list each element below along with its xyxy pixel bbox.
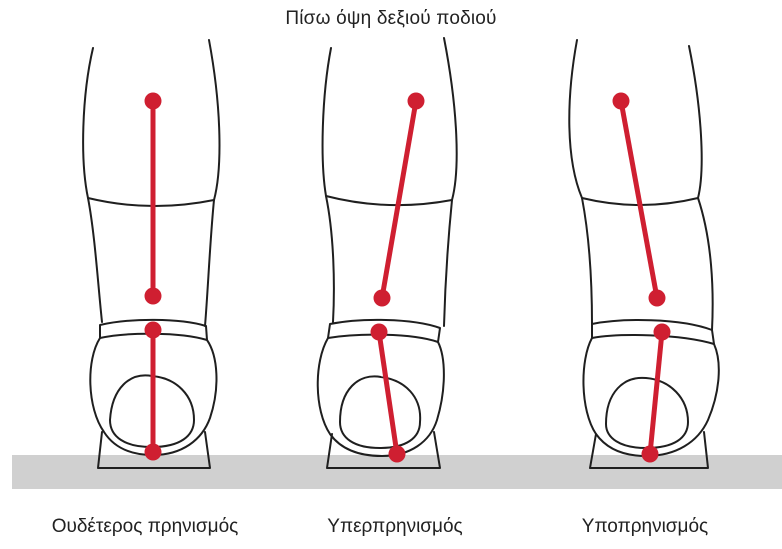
marker-dot [145,288,162,305]
marker-dot [654,324,671,341]
leg-outline-right [205,40,219,326]
leg-outline-right [444,38,457,326]
calf-line [326,196,452,205]
marker-dot [371,324,388,341]
leg-outline-right [689,46,713,330]
marker-dot [145,322,162,339]
marker-dot [374,290,391,307]
heel-cup [592,320,714,344]
tibia-line-under [621,101,657,298]
marker-dot [389,446,406,463]
heel-pad [606,378,688,448]
marker-neutral [145,93,162,461]
marker-dot [145,93,162,110]
marker-overpronation [371,93,425,463]
leg-outline-left [83,48,102,322]
tibia-line-over [382,101,416,298]
marker-dot [145,444,162,461]
heel-line-under [650,332,662,454]
marker-underpronation [613,93,671,463]
caption-neutral-pronation: Ουδέτερος πρηνισμός [20,516,270,538]
foot-underpronation [569,40,719,468]
heel-pad [340,376,420,448]
caption-overpronation: Υπερπρηνισμός [280,516,510,538]
marker-dot [642,446,659,463]
caption-underpronation: Υποπρηνισμός [530,516,760,538]
leg-outline-left [569,40,592,324]
marker-dot [613,93,630,110]
heel-line-over [379,332,397,454]
marker-dot [408,93,425,110]
leg-outline-left [323,48,334,322]
marker-dot [649,290,666,307]
